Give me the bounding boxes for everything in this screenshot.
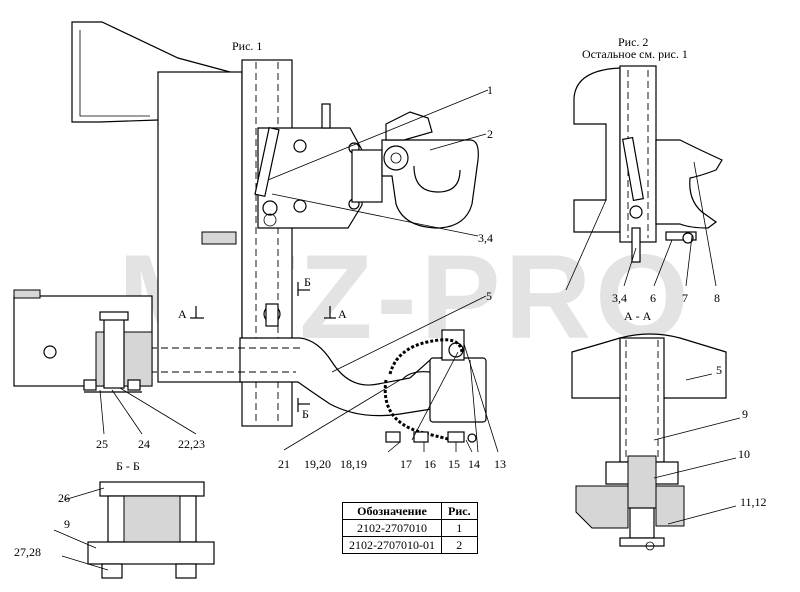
callout-15: 15 [448, 457, 460, 471]
cut-mark-a-right: А [338, 307, 347, 321]
bolt-lower [293, 199, 307, 213]
fig2-callout-6: 6 [650, 291, 656, 305]
callout-21: 21 [278, 457, 290, 471]
callout-24: 24 [138, 437, 150, 451]
hook-shank [351, 149, 383, 203]
figure-2-title: Рис. 2 [618, 35, 648, 49]
fig2-washer [665, 231, 697, 241]
section-b-b-title: Б - Б [116, 459, 140, 473]
figure-1: Рис. 1 [13, 21, 506, 471]
aa-hatched-part [575, 485, 629, 529]
callout-14: 14 [468, 457, 480, 471]
bb-top-plate [99, 481, 205, 497]
callout-3-4: 3,4 [478, 231, 493, 245]
section-a-a: А - А 5 9 10 11,12 [571, 309, 767, 551]
figure-cell: 1 [441, 519, 478, 537]
aa-body [619, 337, 665, 463]
callout-22-23: 22,23 [178, 437, 205, 451]
callout-5: 5 [486, 289, 492, 303]
figure-1-title: Рис. 1 [232, 39, 262, 53]
callout-17: 17 [400, 457, 412, 471]
cut-mark-a-left: А [178, 307, 187, 321]
aa-callout-5: 5 [716, 363, 722, 377]
table-header-row: Обозначение Рис. [342, 502, 478, 520]
fig2-callout-8: 8 [714, 291, 720, 305]
figure-cell: 2 [441, 536, 478, 554]
fig2-pin [631, 227, 641, 263]
aa-bolt [627, 455, 657, 509]
cut-mark-b-top: Б [304, 275, 311, 289]
table-row: 2102-2707010 1 [342, 519, 478, 537]
callout-18-19: 18,19 [340, 457, 367, 471]
callout-1: 1 [487, 83, 493, 97]
bb-nut-left [101, 563, 123, 579]
designation-cell: 2102-2707010 [342, 519, 442, 537]
callout-16: 16 [424, 457, 436, 471]
header-figure: Рис. [441, 502, 478, 520]
bolt-upper [293, 139, 307, 153]
callout-25: 25 [96, 437, 108, 451]
section-a-a-title: А - А [624, 309, 652, 323]
cut-mark-b-bottom: Б [302, 407, 309, 421]
bb-callout-27-28: 27,28 [14, 545, 41, 559]
callout-13: 13 [494, 457, 506, 471]
locking-pin [254, 126, 280, 198]
bb-hatched-core [123, 495, 181, 543]
bb-base-plate [87, 541, 215, 565]
fig2-frame [573, 67, 621, 233]
fig2-callout-3-4: 3,4 [612, 291, 627, 305]
aa-callout-9: 9 [742, 407, 748, 421]
safety-chain [388, 338, 464, 375]
table-row: 2102-2707010-01 2 [342, 536, 478, 554]
hitch-bracket [257, 127, 363, 229]
section-b-b: Б - Б 26 9 27,28 [14, 459, 215, 579]
specification-table: Обозначение Рис. 2102-2707010 1 2102-270… [342, 502, 478, 554]
designation-cell: 2102-2707010-01 [342, 536, 442, 554]
hook-latch [385, 111, 433, 141]
bb-nut-right [175, 563, 197, 579]
figure-2-note: Остальное см. рис. 1 [582, 47, 688, 61]
aa-callout-10: 10 [738, 447, 750, 461]
frame-slot [201, 231, 237, 245]
safety-chain-lower [383, 379, 453, 442]
callout-19-20: 19,20 [304, 457, 331, 471]
fig2-callout-7: 7 [682, 291, 688, 305]
header-designation: Обозначение [342, 502, 442, 520]
pivot-pin [103, 315, 125, 389]
figure-2: Рис. 2 Остальное см. рис. 1 3,4 6 7 8 [565, 35, 723, 305]
frame-side-member [157, 71, 243, 383]
bb-callout-26: 26 [58, 491, 70, 505]
fig2-clevis [655, 139, 723, 229]
bb-callout-9: 9 [64, 517, 70, 531]
aa-callout-11-12: 11,12 [740, 495, 767, 509]
callout-2: 2 [487, 127, 493, 141]
